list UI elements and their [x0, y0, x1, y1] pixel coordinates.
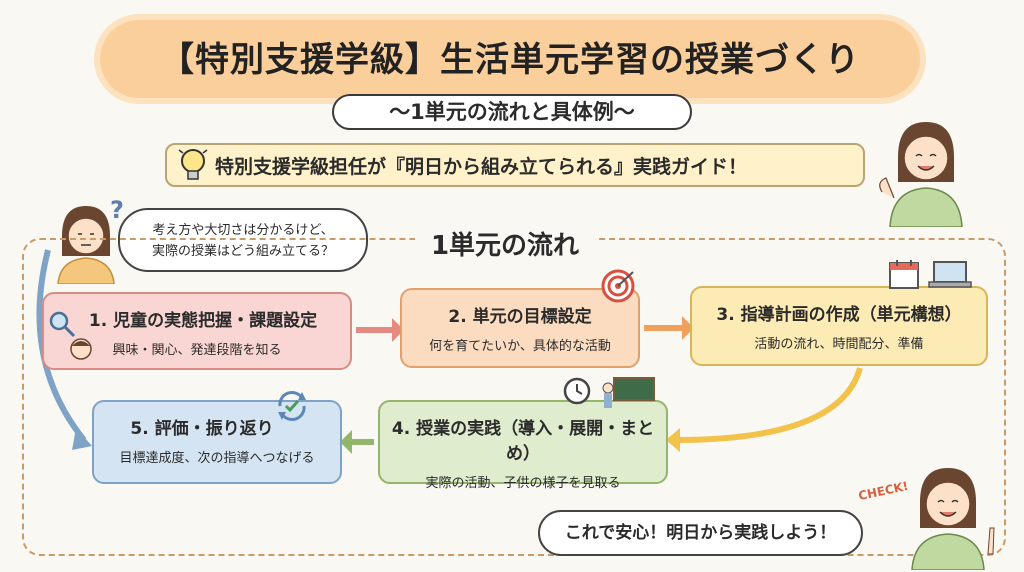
question-mark-icon: ?: [110, 196, 124, 224]
step-3-title: 3. 指導計画の作成（単元構想）: [716, 305, 962, 325]
step-4-title: 4. 授業の実践（導入・展開・まとめ）: [391, 419, 655, 464]
step-5-box: 5. 評価・振り返り 目標達成度、次の指導へつなげる: [92, 400, 342, 484]
closing-bubble: これで安心！明日から実践しよう！: [538, 510, 863, 556]
calendar-icon: [888, 258, 920, 294]
step-2-box: 2. 単元の目標設定 何を育てたいか、具体的な活動: [400, 288, 640, 368]
arrowhead-step4-to-step5: [340, 430, 352, 454]
arrowhead-step2-to-step3: [682, 316, 694, 340]
student-illustration: [48, 200, 128, 288]
flow-heading: 1単元の流れ: [415, 225, 595, 262]
step-4-box: 4. 授業の実践（導入・展開・まとめ） 実際の活動、子供の様子を見取る: [378, 400, 668, 491]
cycle-check-icon: [272, 386, 312, 430]
laptop-icon: [928, 260, 972, 294]
step-5-desc: 目標達成度、次の指導へつなげる: [119, 451, 315, 466]
step-2-title: 2. 単元の目標設定: [448, 307, 592, 327]
teacher-illustration-bottom: [892, 458, 1002, 572]
step-2-desc: 何を育てたいか、具体的な活動: [429, 339, 611, 354]
arrowhead-step3-to-step4: [666, 428, 680, 452]
step-1-box: 1. 児童の実態把握・課題設定 興味・関心、発達段階を知る: [42, 292, 352, 370]
teacher-illustration-top: [868, 112, 978, 231]
step-1-desc: 興味・関心、発達段階を知る: [112, 343, 282, 358]
question-line-2: 実際の授業はどう組み立てる？: [151, 244, 334, 259]
arrow-step3-to-step4: [675, 367, 863, 443]
guide-banner: [165, 143, 865, 187]
question-line-1: 考え方や大切さは分かるけど、: [152, 223, 334, 238]
arrowhead-step1-to-step2: [392, 318, 404, 342]
lightbulb-icon: [176, 146, 210, 188]
step-4-desc: 実際の活動、子供の様子を見取る: [425, 476, 621, 491]
page-subtitle: 〜1単元の流れと具体例〜: [332, 94, 692, 130]
guide-text: 特別支援学級担任が『明日から組み立てられる』実践ガイド！: [215, 156, 748, 178]
arrowhead-loop-to-step5: [72, 428, 92, 450]
question-bubble: 考え方や大切さは分かるけど、 実際の授業はどう組み立てる？: [118, 208, 368, 272]
step-1-title: 1. 児童の実態把握・課題設定: [88, 311, 318, 331]
teaching-board-icon: [600, 376, 658, 414]
target-icon: [600, 268, 636, 308]
clock-icon: [562, 376, 592, 410]
magnifier-icon: [48, 310, 76, 342]
title-background: [100, 20, 920, 98]
step-3-desc: 活動の流れ、時間配分、準備: [754, 337, 924, 352]
child-face-icon: [68, 336, 94, 366]
step-5-title: 5. 評価・振り返り: [130, 419, 274, 439]
page-title: 【特別支援学級】生活単元学習の授業づくり: [160, 40, 860, 80]
step-3-box: 3. 指導計画の作成（単元構想） 活動の流れ、時間配分、準備: [690, 286, 988, 366]
